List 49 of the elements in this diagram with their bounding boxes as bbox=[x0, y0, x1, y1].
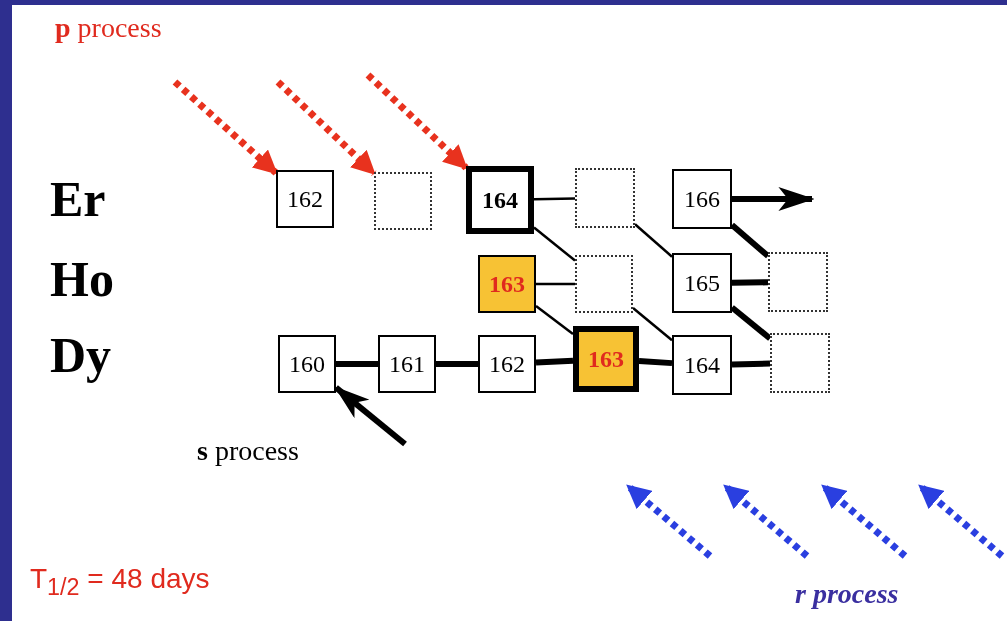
element-symbol: Er bbox=[50, 170, 106, 228]
process-label: s process bbox=[197, 435, 299, 467]
empty-nuclide-box bbox=[575, 255, 633, 313]
arrow bbox=[732, 187, 815, 211]
empty-nuclide-box bbox=[768, 252, 828, 312]
mass-number: 162 bbox=[489, 350, 525, 378]
nuclide-box bbox=[478, 255, 536, 313]
nuclide-box bbox=[378, 335, 436, 393]
nuclide-box bbox=[276, 170, 334, 228]
mass-number: 166 bbox=[684, 185, 720, 213]
connector-line bbox=[436, 361, 478, 367]
connector-line bbox=[535, 304, 574, 335]
nuclide-box bbox=[466, 166, 534, 234]
connector-line bbox=[730, 222, 770, 259]
mass-number: 164 bbox=[684, 351, 720, 379]
process-label: p process bbox=[55, 12, 162, 44]
connector-line bbox=[536, 282, 575, 286]
mass-number: 164 bbox=[482, 186, 518, 214]
nuclide-box bbox=[672, 169, 732, 229]
mass-number: 162 bbox=[287, 185, 323, 213]
arrow bbox=[172, 79, 279, 176]
connector-line bbox=[632, 307, 673, 342]
mass-number: 160 bbox=[289, 350, 325, 378]
arrow bbox=[365, 72, 469, 171]
connector-line bbox=[731, 360, 771, 368]
mass-number: 163 bbox=[489, 270, 525, 298]
connector-line bbox=[731, 279, 769, 286]
process-label: r process bbox=[795, 578, 899, 610]
mass-number: 163 bbox=[588, 345, 624, 373]
connector-line bbox=[634, 223, 673, 258]
nuclide-box bbox=[478, 335, 536, 393]
connector-line bbox=[535, 357, 574, 366]
empty-nuclide-box bbox=[374, 172, 432, 230]
arrow bbox=[275, 79, 377, 176]
connector-line bbox=[533, 197, 576, 201]
element-symbol: Ho bbox=[50, 250, 114, 308]
nuclide-box bbox=[672, 335, 732, 395]
nuclide-box bbox=[278, 335, 336, 393]
connector-line bbox=[533, 226, 576, 262]
nuclide-box bbox=[573, 326, 639, 392]
element-symbol: Dy bbox=[50, 326, 112, 384]
connector-line bbox=[638, 358, 673, 367]
empty-nuclide-box bbox=[770, 333, 830, 393]
mass-number: 161 bbox=[389, 350, 425, 378]
nuclide-box bbox=[672, 253, 732, 313]
connector-line bbox=[336, 361, 378, 367]
empty-nuclide-box bbox=[575, 168, 635, 228]
half-life-note: T$_{1/2}$ = 48 days bbox=[30, 563, 210, 601]
mass-number: 165 bbox=[684, 269, 720, 297]
